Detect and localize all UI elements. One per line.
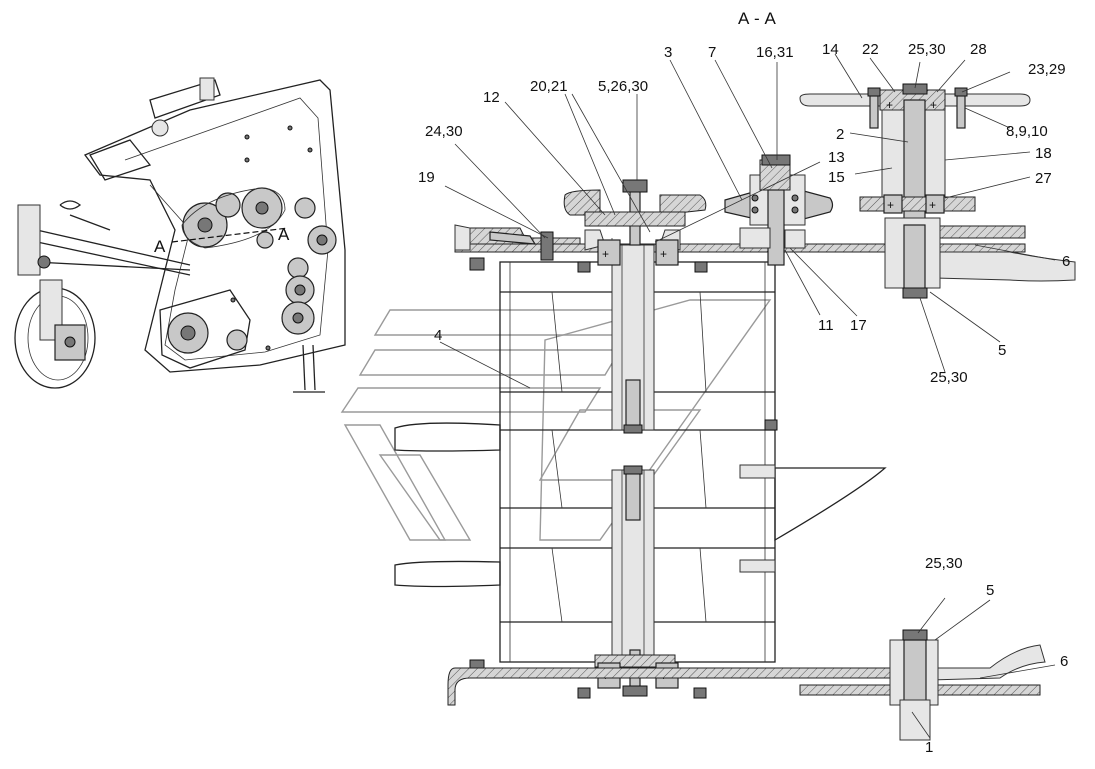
svg-text:+: + [887, 198, 894, 212]
callout-14: 14 [822, 41, 839, 58]
top-bearing: + + [540, 189, 707, 266]
callout-25-30-top: 25,30 [908, 41, 946, 58]
callout-12: 12 [483, 89, 500, 106]
svg-text:+: + [929, 198, 936, 212]
callout-23-29: 23,29 [1028, 61, 1066, 78]
section-view: + + + + [394, 83, 1076, 741]
leader-lines [439, 53, 1056, 739]
callout-24-30: 24,30 [425, 123, 463, 140]
callout-5-26-30: 5,26,30 [598, 78, 648, 95]
callout-25-30-bottom: 25,30 [925, 555, 963, 572]
baler-overview: А А [14, 77, 346, 393]
scraper [454, 224, 778, 431]
baler-body [83, 77, 346, 393]
callout-18: 18 [1035, 145, 1052, 162]
callout-6-top: 6 [1062, 253, 1070, 270]
callout-11: 11 [818, 317, 834, 334]
section-title: А - А [738, 9, 776, 28]
view-mark-left: А [154, 237, 166, 256]
callout-2: 2 [836, 126, 844, 143]
callout-8-9-10: 8,9,10 [1006, 123, 1048, 140]
support-wheel [14, 279, 96, 389]
svg-text:+: + [930, 98, 937, 112]
lower-hub [889, 629, 939, 741]
callout-1: 1 [925, 739, 933, 756]
auger-flights [394, 422, 887, 588]
tensioner-assembly: + + + + [799, 83, 1031, 299]
callout-13: 13 [828, 149, 845, 166]
callout-3: 3 [664, 44, 672, 61]
callout-7: 7 [708, 44, 716, 61]
callout-19: 19 [418, 169, 435, 186]
callout-28: 28 [970, 41, 987, 58]
callout-20-21: 20,21 [530, 78, 568, 95]
chain-sprocket [724, 154, 834, 266]
callout-labels: А - А 19 24,30 12 20,21 5,26,30 3 7 16,3… [418, 9, 1070, 756]
view-mark-right: А [278, 225, 290, 244]
svg-text:+: + [886, 98, 893, 112]
callout-25-30-mid: 25,30 [930, 369, 968, 386]
callout-5-mid: 5 [998, 342, 1006, 359]
svg-text:+: + [602, 247, 609, 261]
callout-6-bottom: 6 [1060, 653, 1068, 670]
callout-27: 27 [1035, 170, 1052, 187]
callout-16-31: 16,31 [756, 44, 794, 61]
section-line [171, 227, 289, 243]
callout-5-bottom: 5 [986, 582, 994, 599]
bottom-plate [447, 644, 1046, 706]
drawbar [17, 200, 191, 276]
svg-text:+: + [660, 247, 667, 261]
callout-17: 17 [850, 317, 867, 334]
callout-15: 15 [828, 169, 845, 186]
callout-22: 22 [862, 41, 879, 58]
central-shaft [611, 179, 655, 697]
callout-4: 4 [434, 327, 442, 344]
